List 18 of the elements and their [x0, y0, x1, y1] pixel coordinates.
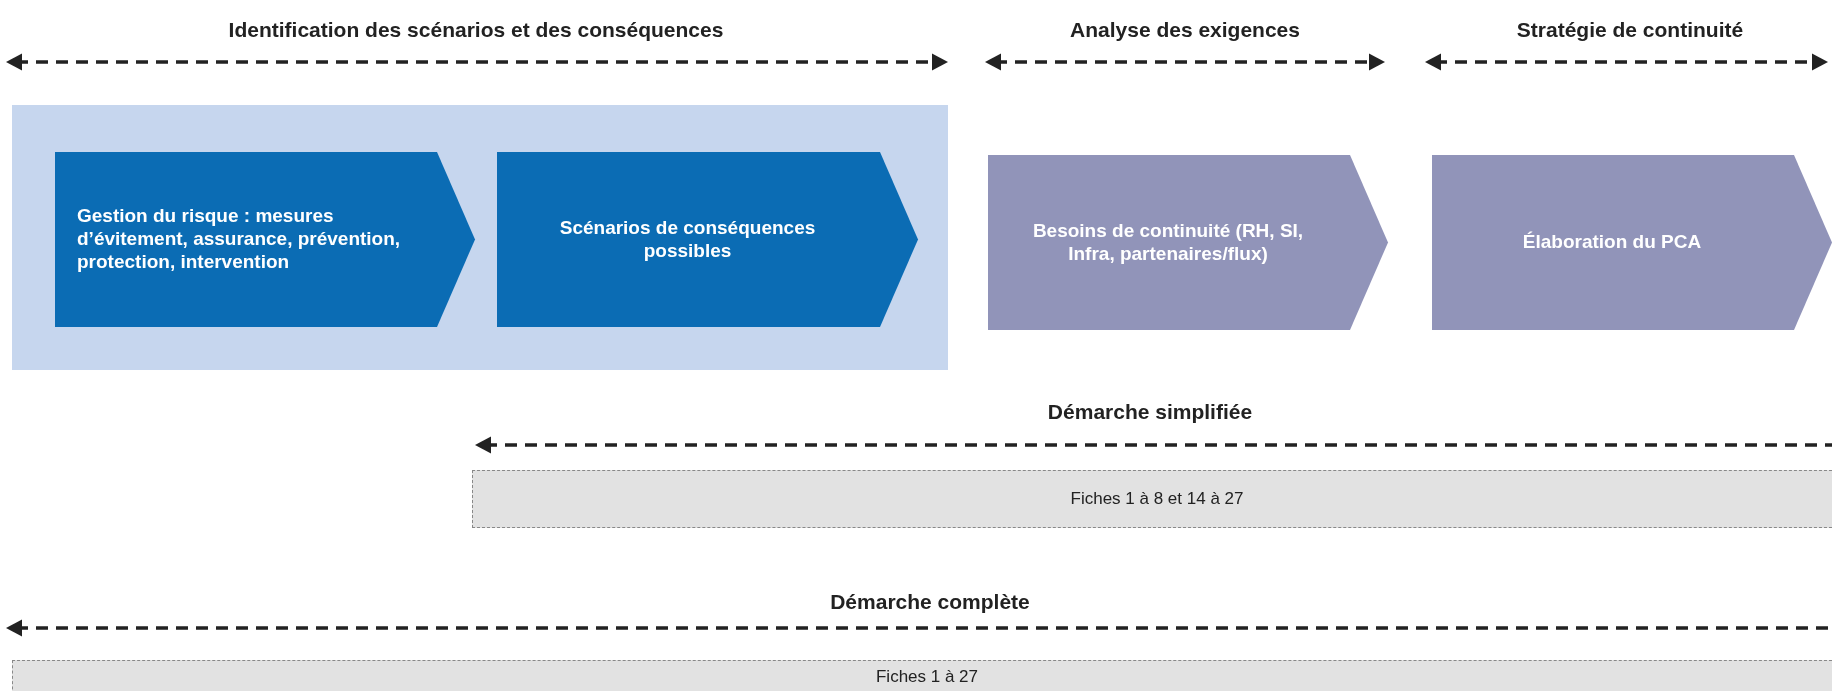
chevron-step: [497, 152, 918, 327]
dashed-box: [472, 470, 1832, 528]
step-label: Gestion du risque : mesures d’évitement, assurance, prévention, protection, intervention: [76, 205, 402, 274]
chevron-step: [1432, 155, 1832, 330]
section-heading: Stratégie de continuité: [1516, 18, 1744, 42]
section-heading: Identification des scénarios et des conséquences: [228, 18, 724, 42]
dashed-box: [12, 660, 1832, 691]
section-heading: Analyse des exigences: [1070, 18, 1300, 42]
chevron-step: [988, 155, 1388, 330]
chevron-step: [55, 152, 475, 327]
box-label: Fiches 1 à 8 et 14 à 27: [1070, 489, 1244, 509]
group-panel: [12, 105, 948, 370]
section-heading: Démarche simplifiée: [1047, 400, 1253, 424]
section-heading: Démarche complète: [830, 590, 1030, 614]
box-label: Fiches 1 à 27: [875, 667, 979, 687]
step-label: Scénarios de conséquences possibles: [558, 216, 817, 263]
step-label: Élaboration du PCA: [1521, 231, 1703, 254]
step-label: Besoins de continuité (RH, SI, Infra, partenaires/flux): [1031, 219, 1305, 266]
